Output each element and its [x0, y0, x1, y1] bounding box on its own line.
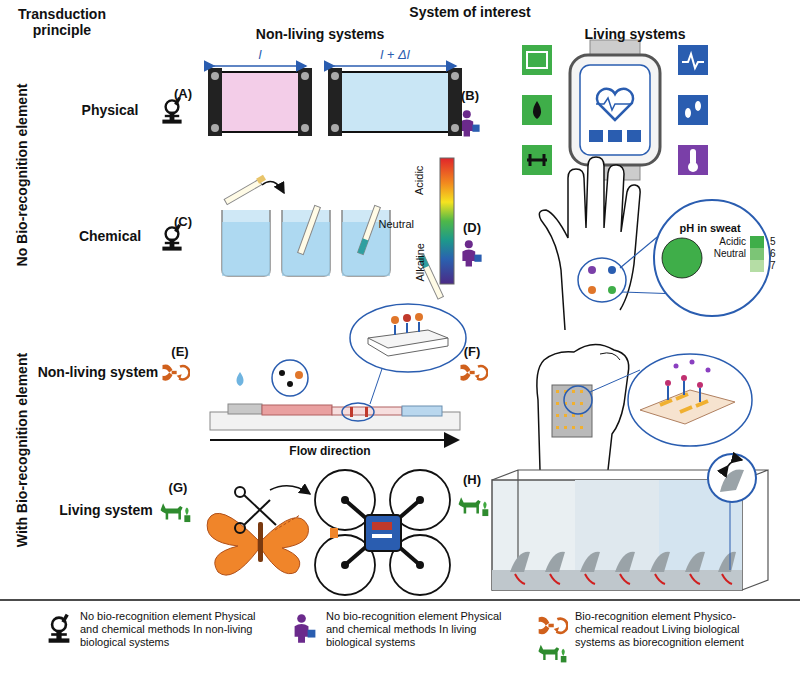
heading-label: System of interest [409, 4, 530, 20]
annotation-label: Neutral [379, 218, 414, 231]
annotation-label: l + Δl [380, 48, 409, 63]
heading-label: Non-living system [38, 364, 159, 380]
panel-letter: (A) [174, 87, 192, 102]
legend-text: No bio-recognition element Physical and … [326, 610, 516, 650]
panel-letter: (H) [463, 473, 481, 488]
heading-label: Living systems [584, 26, 685, 42]
panel-letter: (E) [171, 345, 188, 360]
heading-label: Non-living systems [256, 26, 384, 42]
heading-label: Physical [82, 102, 139, 118]
heading-label: No Bio-recognition element [14, 84, 30, 267]
annotation-label: 7 [770, 260, 776, 272]
panel-letter: (F) [464, 345, 481, 360]
annotation-label: pH in sweat [679, 222, 740, 235]
annotation-label: Alkaline [414, 243, 427, 282]
annotation-label: l [259, 48, 262, 63]
panel-letter: (C) [174, 215, 192, 230]
panel-letter: (B) [461, 89, 479, 104]
annotation-label: Neutral [714, 248, 746, 260]
panel-letter: (G) [169, 481, 188, 496]
annotation-label: Flow direction [289, 445, 370, 459]
annotation-label: 5 [770, 236, 776, 248]
heading-label: Transduction principle [7, 6, 117, 38]
annotation-label: Acidic [414, 165, 427, 194]
panel-letter: (D) [463, 221, 481, 236]
heading-label: Chemical [79, 228, 141, 244]
heading-label: Living system [59, 502, 152, 518]
legend-text: Bio-recognition element Physico-chemical… [575, 610, 775, 650]
legend-text: No bio-recognition element Physical and … [80, 610, 270, 650]
annotation-label: 6 [770, 248, 776, 260]
heading-label: With Bio-recognition element [14, 353, 30, 547]
annotation-label: Acidic [719, 236, 746, 248]
